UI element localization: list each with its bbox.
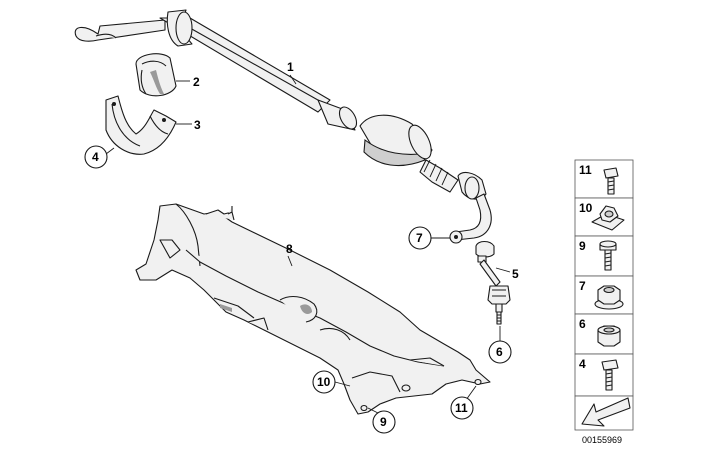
- legend-cell-4[interactable]: [574, 353, 634, 397]
- screw-icon: [601, 359, 619, 391]
- bolt-icon: [603, 167, 619, 195]
- parts-legend: 11 10 9 7 6 4: [574, 159, 634, 431]
- legend-label-11: 11: [579, 163, 592, 177]
- legend-label-7: 7: [579, 279, 586, 293]
- callout-7-circle: [408, 226, 432, 250]
- lock-nut-icon: [597, 325, 621, 347]
- callout-11: 11: [455, 401, 468, 415]
- callout-5: 5: [512, 267, 519, 281]
- legend-label-10: 10: [579, 201, 593, 215]
- stabilizer-bar[interactable]: [74, 9, 492, 244]
- callout-1: 1: [287, 60, 294, 74]
- callout-6: 6: [496, 345, 503, 359]
- callout-7: 7: [416, 231, 423, 245]
- callout-10: 10: [317, 375, 331, 389]
- callout-11-circle: [450, 396, 474, 420]
- callout-4: 4: [92, 150, 99, 164]
- callout-4-circle: [84, 145, 108, 169]
- rubber-bushing[interactable]: [135, 53, 177, 97]
- callout-8: 8: [286, 242, 293, 256]
- callout-10-circle: [312, 370, 336, 394]
- direction-arrow-icon: [581, 397, 631, 427]
- legend-label-9: 9: [579, 239, 586, 253]
- legend-label-6: 6: [579, 317, 586, 331]
- diagram-id: 00155969: [582, 435, 622, 445]
- callout-2: 2: [193, 75, 200, 89]
- legend-label-4: 4: [579, 357, 586, 371]
- heat-shield[interactable]: [135, 203, 491, 415]
- stabilizer-link[interactable]: [475, 240, 511, 325]
- screw-icon: [599, 240, 617, 271]
- clip-nut-icon: [591, 205, 625, 231]
- callout-9-circle: [372, 410, 396, 434]
- hex-collar-nut-icon: [594, 285, 624, 310]
- callout-3: 3: [194, 118, 201, 132]
- mounting-bracket[interactable]: [105, 95, 177, 155]
- callout-6-circle: [488, 340, 512, 364]
- legend-cell-11[interactable]: [574, 159, 634, 199]
- callout-9: 9: [380, 415, 387, 429]
